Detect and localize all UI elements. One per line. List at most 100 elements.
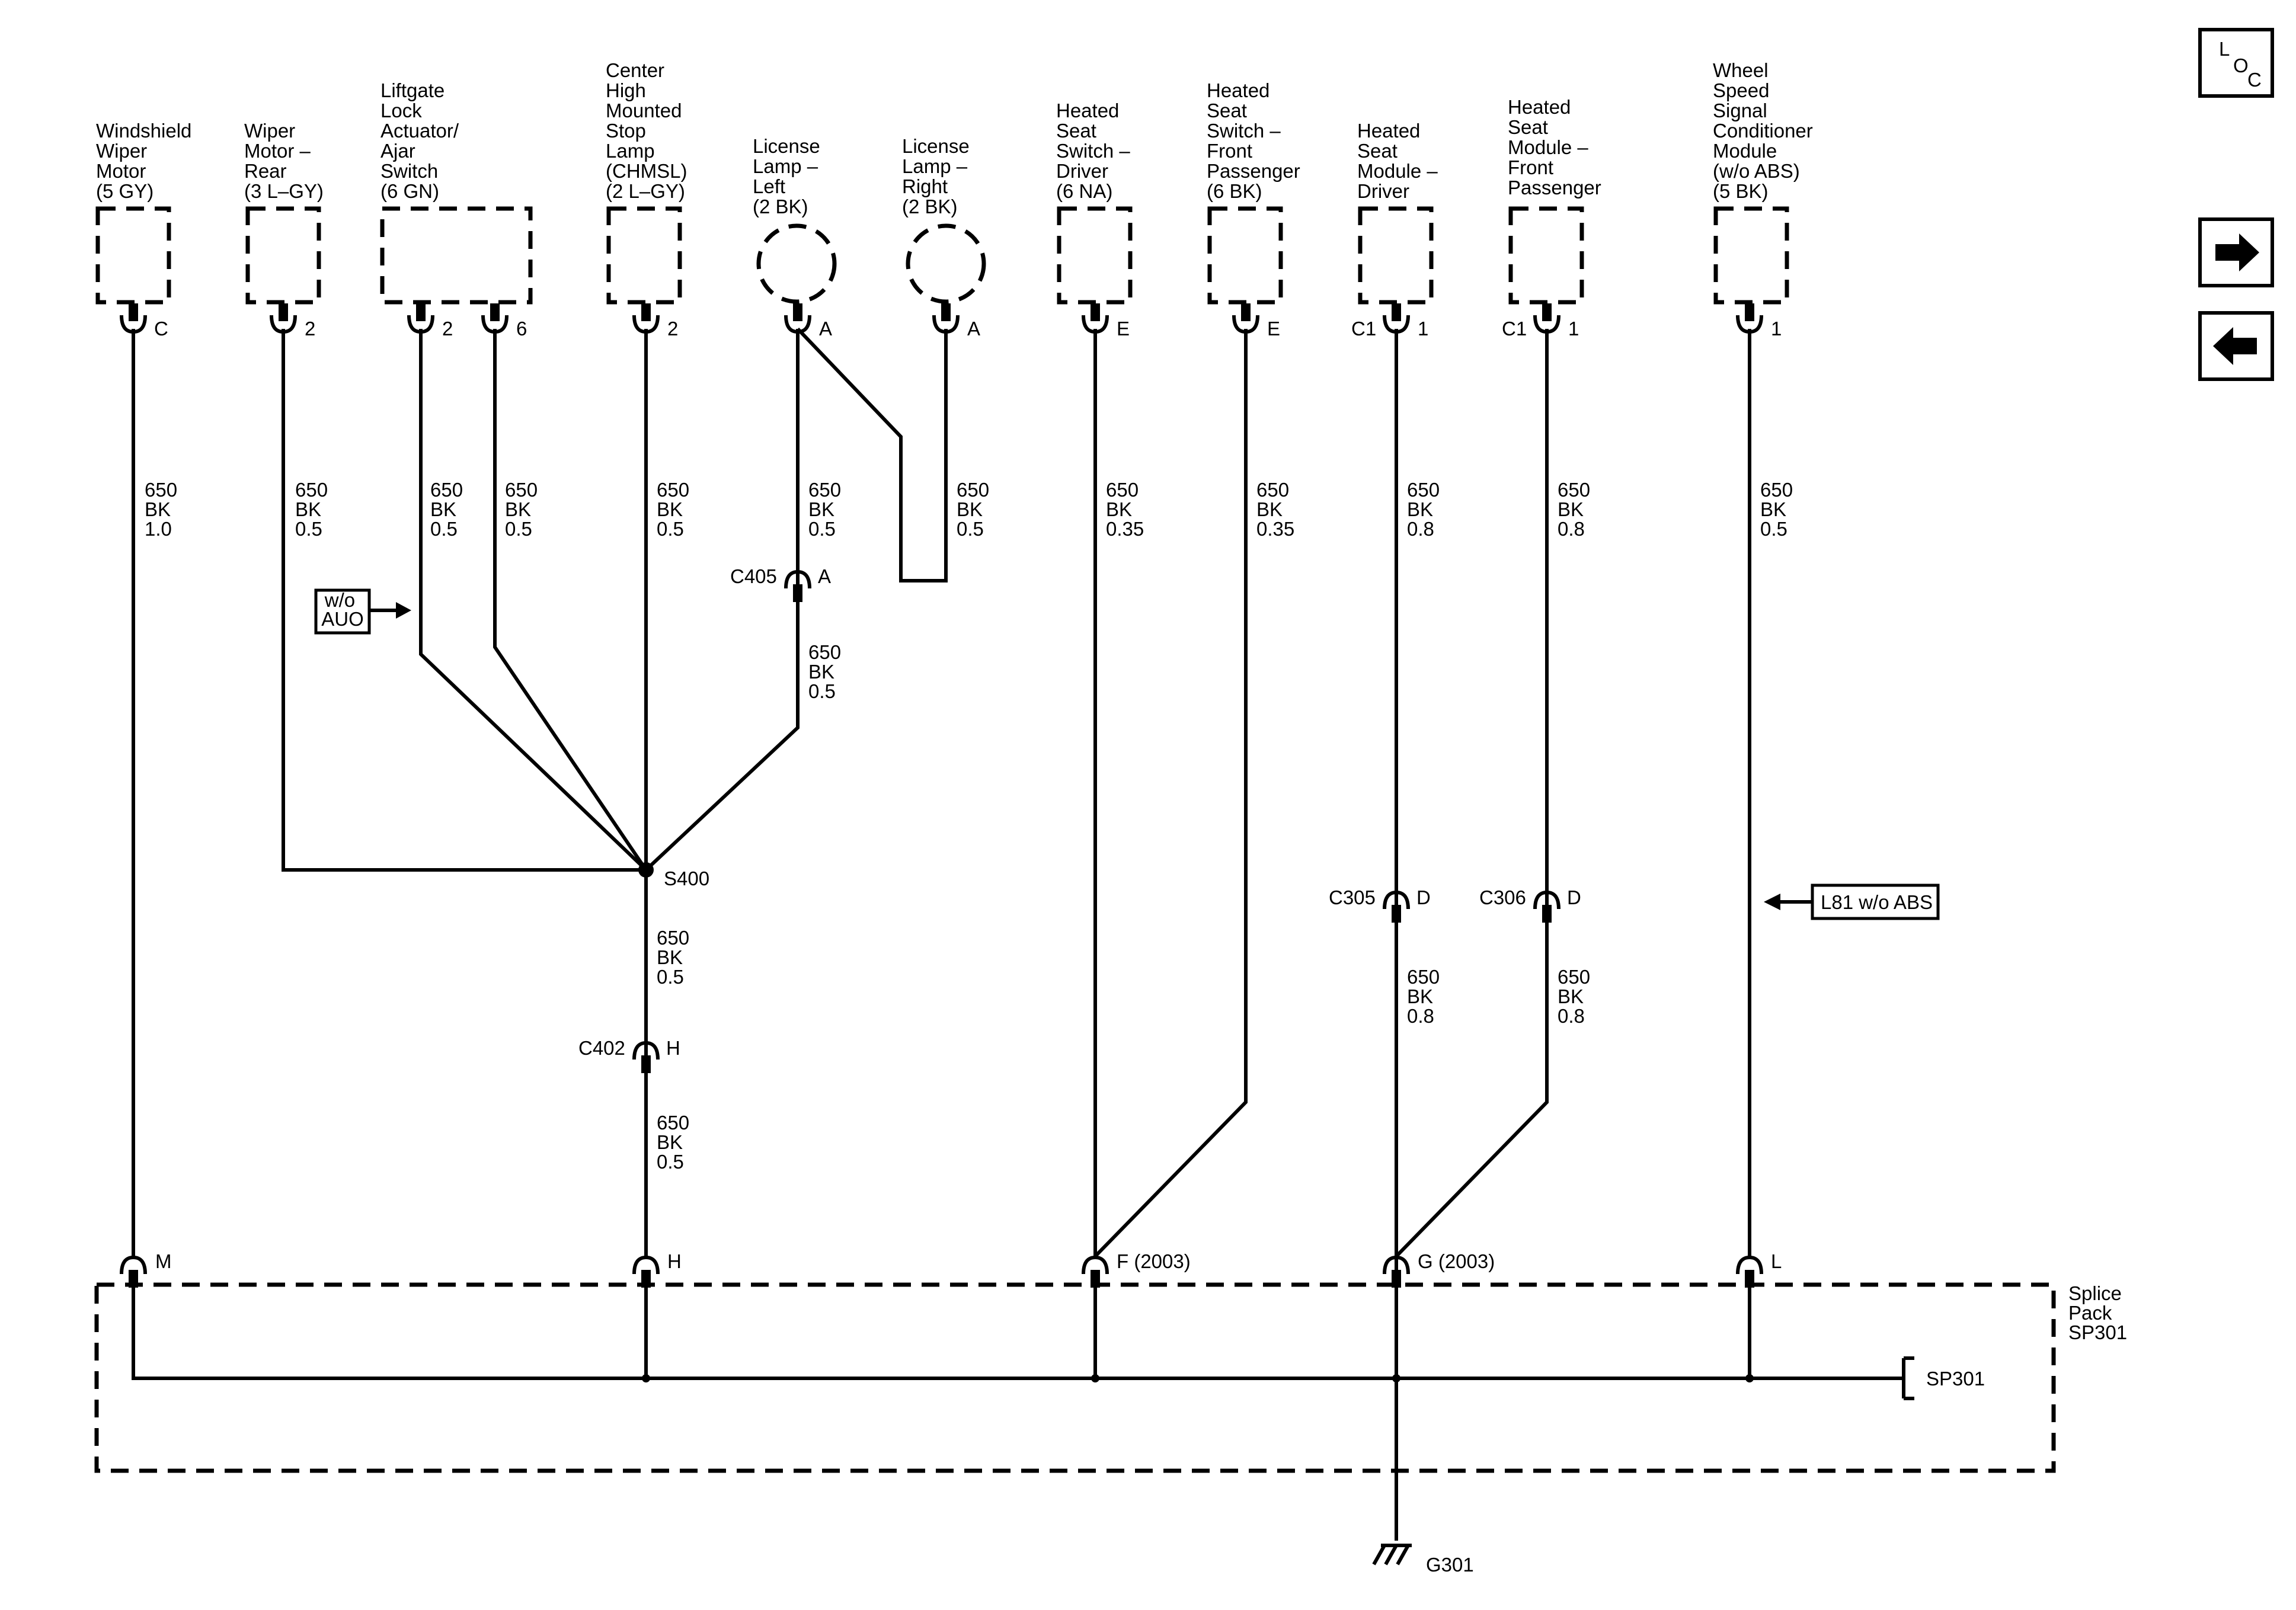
terminal-liftgate-2 (407, 303, 434, 334)
terminal-liftgate-6 (481, 303, 509, 334)
wheel-speed-module-box (1713, 206, 1789, 305)
loc-icon-letter-l: L (2219, 38, 2230, 60)
pin-label-hsm-passenger: 1 (1568, 318, 1579, 340)
wiper-motor-rear-box (245, 206, 321, 305)
splice-pack-terminals (120, 1255, 1763, 1288)
terminal-wiper-rear (270, 303, 297, 334)
wire-label-c405-lower: 650 BK 0.5 (808, 641, 846, 702)
wire-label-hss-passenger: 650 BK 0.35 (1256, 479, 1294, 540)
l81-label: L81 w/o ABS (1821, 891, 1933, 913)
heated-seat-module-driver-box (1358, 206, 1434, 305)
pin-label-license-left: A (819, 318, 832, 340)
license-lamp-left-label: License Lamp – Left (2 BK) (753, 135, 826, 217)
terminal-license-left (784, 303, 811, 334)
wire-label-s400-lower: 650 BK 0.5 (657, 927, 695, 988)
sp-pin-m: M (155, 1250, 172, 1272)
chmsl-box (606, 206, 682, 305)
connector-c306-pin: D (1567, 886, 1581, 908)
wire-label-liftgate-b: 650 BK 0.5 (505, 479, 543, 540)
pin-label-hsm-driver: 1 (1418, 318, 1428, 340)
wire-license-lamp-right (796, 327, 948, 582)
wire-wiper-rear (282, 329, 646, 872)
connector-c305-pin: D (1416, 886, 1431, 908)
splice-pack-ref-label: SP301 (1926, 1368, 1985, 1390)
connector-c405-pin: A (818, 565, 831, 587)
connector-c306-name: C306 (1479, 886, 1526, 908)
heated-seat-module-passenger-label: Heated Seat Module – Front Passenger (1508, 96, 1601, 199)
splice-pack-sp301-box (94, 1282, 2056, 1473)
license-lamp-right-symbol (906, 223, 986, 304)
sp-terminal-l (1736, 1255, 1763, 1288)
heated-seat-module-driver-label: Heated Seat Module – Driver (1357, 120, 1443, 202)
arrow-left-icon[interactable] (2198, 311, 2274, 381)
l81-callout (1764, 884, 1940, 920)
wire-label-wheel-speed: 650 BK 0.5 (1760, 479, 1798, 540)
component-terminals (120, 303, 1763, 334)
connector-c402 (632, 1041, 660, 1073)
connector-c305-name: C305 (1329, 886, 1376, 908)
wo-auo-label: w/o AUO (321, 589, 364, 630)
liftgate-lock-actuator-box (380, 206, 533, 305)
sp-node-g (1392, 1374, 1400, 1382)
pin-label-hss-driver: E (1117, 318, 1130, 340)
heated-seat-switch-passenger-box (1207, 206, 1283, 305)
sp-pin-f: F (2003) (1117, 1250, 1191, 1272)
wire-label-license-left: 650 BK 0.5 (808, 479, 846, 540)
connector-label-hsm-passenger: C1 (1502, 318, 1527, 340)
terminal-hsm-passenger (1533, 303, 1560, 334)
heated-seat-switch-driver-box (1057, 206, 1133, 305)
sp-pin-g: G (2003) (1418, 1250, 1495, 1272)
sp-pin-l: L (1771, 1250, 1782, 1272)
wire-label-wiper: 650 BK 1.0 (145, 479, 183, 540)
wire-label-license-right: 650 BK 0.5 (957, 479, 994, 540)
wire-label-liftgate-a: 650 BK 0.5 (430, 479, 468, 540)
sp-node-f (1091, 1374, 1099, 1382)
windshield-wiper-motor-label: Windshield Wiper Motor (5 GY) (96, 120, 197, 202)
wire-liftgate-pin2 (419, 329, 648, 872)
sp-terminal-f (1082, 1255, 1109, 1288)
pin-label-wiper: C (154, 318, 168, 340)
splice-pack-label: Splice Pack SP301 (2068, 1282, 2127, 1343)
ground-g301-icon (1372, 1544, 1412, 1566)
sp-terminal-m (120, 1255, 147, 1288)
pin-label-chmsl: 2 (667, 318, 678, 340)
terminal-wiper (120, 303, 147, 334)
wire-label-c402-lower: 650 BK 0.5 (657, 1112, 695, 1173)
license-lamp-left-symbol (756, 223, 837, 304)
wire-heated-seat-module-passenger (1395, 329, 1549, 1258)
splice-pack-bus (132, 1280, 1904, 1380)
pin-label-liftgate-b: 6 (516, 318, 527, 340)
loc-icon-letter-c: C (2247, 69, 2262, 91)
sp-pin-h: H (667, 1250, 682, 1272)
heated-seat-switch-passenger-label: Heated Seat Switch – Front Passenger (6 … (1207, 79, 1306, 202)
wire-label-wiper-rear: 650 BK 0.5 (295, 479, 333, 540)
wire-label-c306-lower: 650 BK 0.8 (1558, 966, 1595, 1027)
liftgate-lock-actuator-label: Liftgate Lock Actuator/ Ajar Switch (6 G… (380, 79, 464, 202)
arrow-left-small-icon (1764, 894, 1780, 910)
terminal-hss-driver (1082, 303, 1109, 334)
terminal-hsm-driver (1383, 303, 1410, 334)
wire-label-hss-driver: 650 BK 0.35 (1106, 479, 1144, 540)
loc-icon[interactable]: L O C (2198, 28, 2274, 98)
connector-c306 (1533, 890, 1560, 923)
wire-heated-seat-switch-passenger (1093, 329, 1248, 1258)
connector-label-hsm-driver: C1 (1351, 318, 1376, 340)
sp-terminal-h (632, 1255, 660, 1288)
connector-c405-name: C405 (730, 565, 777, 587)
connector-c305 (1383, 890, 1410, 923)
arrow-right-small-icon (396, 602, 411, 619)
wiper-motor-rear-label: Wiper Motor – Rear (3 L–GY) (244, 120, 324, 202)
arrow-right-icon[interactable] (2198, 217, 2274, 287)
terminal-license-right (932, 303, 960, 334)
connector-c402-pin: H (666, 1037, 680, 1059)
pin-label-wiper-rear: 2 (305, 318, 315, 340)
ground-g301-label: G301 (1426, 1554, 1474, 1576)
wo-auo-callout (314, 588, 411, 635)
terminal-wheel-speed (1736, 303, 1763, 334)
wheel-speed-module-label: Wheel Speed Signal Conditioner Module (w… (1713, 59, 1818, 202)
wire-license-lamp-left (644, 329, 800, 872)
pin-label-wheel-speed: 1 (1771, 318, 1782, 340)
sp-node-l (1745, 1374, 1754, 1382)
splice-s400-dot (638, 862, 654, 878)
